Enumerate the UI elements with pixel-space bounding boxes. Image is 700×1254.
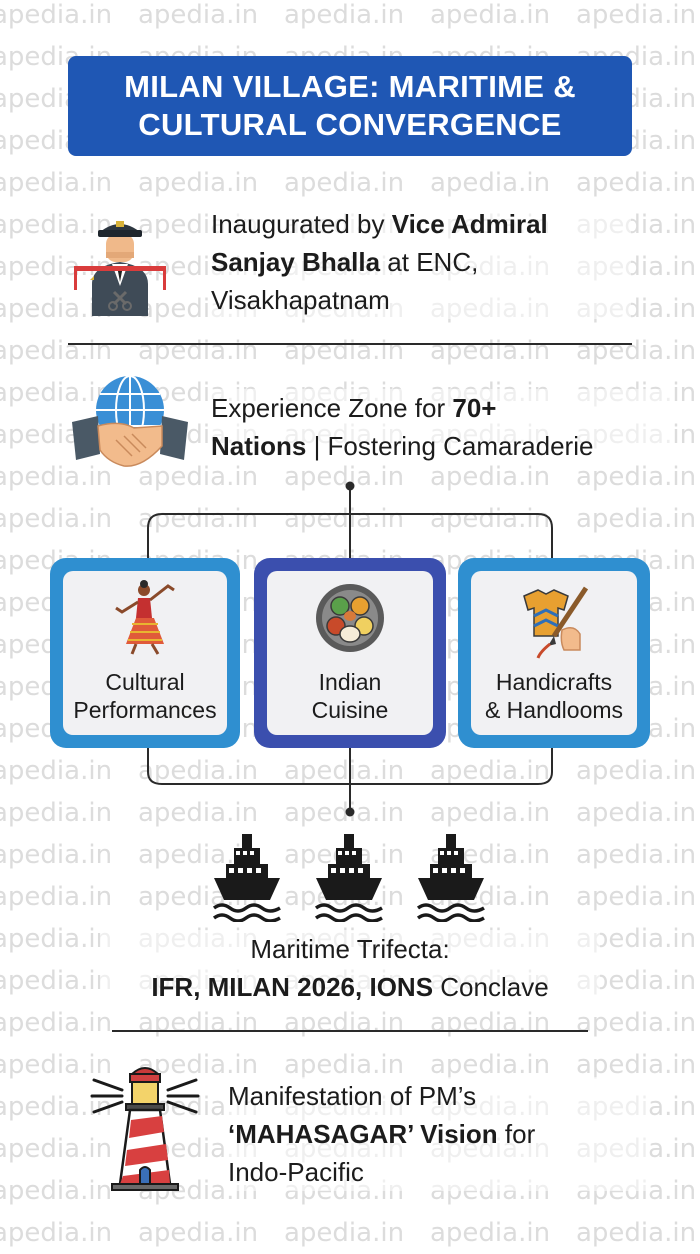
card-3-line-2: & Handlooms [484,697,624,723]
card-3-line-1: Handicrafts [495,669,613,695]
card-1-line-1: Cultural [105,669,185,695]
card-handicrafts-handlooms: Handicrafts & Handlooms [458,558,650,748]
inauguration-prefix: Inaugurated by [211,209,392,239]
maritime-line-1: Maritime Trifecta: [250,934,450,964]
card-cultural-performances: Cultural Performances [50,558,240,748]
maritime-events: IFR, MILAN 2026, IONS [151,972,434,1002]
page-title: MILAN VILLAGE: MARITIME & CULTURAL CONVE… [68,56,632,156]
card-indian-cuisine: Indian Cuisine [254,558,446,748]
experience-suffix: | Fostering Camaraderie [306,431,594,461]
maritime-text: Maritime Trifecta: IFR, MILAN 2026, IONS… [100,930,600,1006]
vision-mahasagar: ‘MAHASAGAR’ Vision [228,1119,498,1149]
experience-prefix: Experience Zone for [211,393,453,423]
maritime-suffix: Conclave [433,972,549,1002]
card-2-label: Indian Cuisine [254,668,446,724]
card-2-line-1: Indian [318,669,382,695]
experience-count: 70+ [452,393,497,423]
card-3-label: Handicrafts & Handlooms [458,668,650,724]
inauguration-text: Inaugurated by Vice Admiral Sanjay Bhall… [211,205,631,319]
vision-line-3: Indo-Pacific [228,1157,364,1187]
inauguration-place: Visakhapatnam [211,285,390,315]
handicraft-icon [523,586,589,659]
vision-line-1: Manifestation of PM’s [228,1081,477,1111]
inauguration-title: Vice Admiral [391,209,548,239]
lighthouse-icon [90,1067,200,1191]
vision-text: Manifestation of PM’s ‘MAHASAGAR’ Vision… [228,1077,648,1191]
experience-text: Experience Zone for 70+ Nations | Foster… [211,389,671,465]
title-line-1: MILAN VILLAGE: MARITIME & [124,69,576,104]
food-plate-icon [316,584,384,652]
inauguration-name: Sanjay Bhalla [211,247,381,277]
inauguration-suffix: at ENC, [380,247,479,277]
card-2-line-2: Cuisine [311,697,389,723]
divider-2 [112,1030,588,1032]
card-1-line-2: Performances [73,697,217,723]
vision-suffix: for [497,1119,536,1149]
experience-nations: Nations [211,431,307,461]
card-1-label: Cultural Performances [50,668,240,724]
divider-1 [68,343,632,345]
ships-icon-group [212,832,486,922]
globe-handshake-icon [72,375,188,467]
title-line-2: CULTURAL CONVERGENCE [138,107,562,142]
naval-officer-ribbon-icon [74,221,166,316]
dancer-icon [115,580,175,655]
